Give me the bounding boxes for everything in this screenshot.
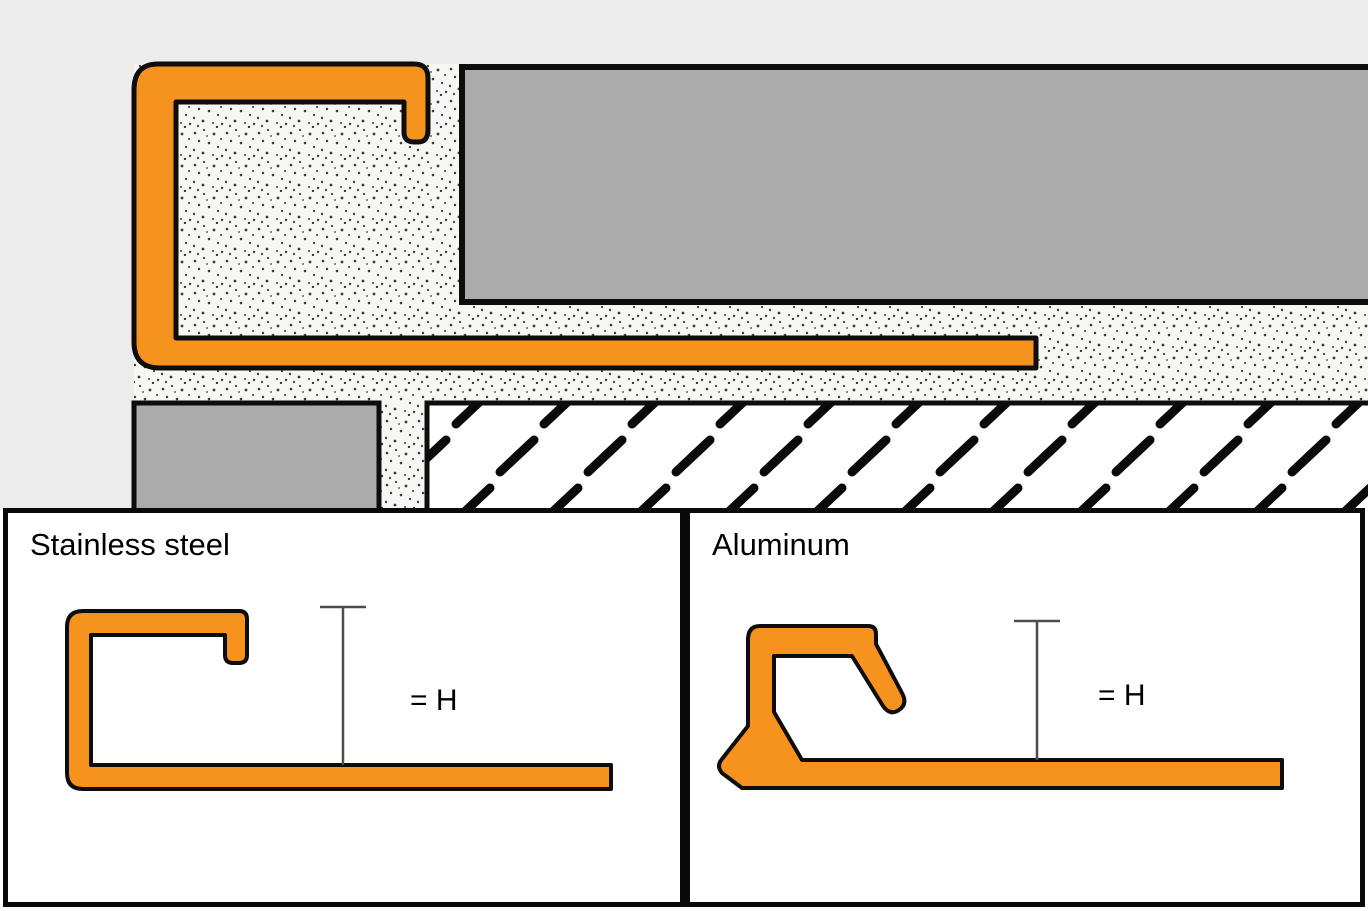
joint-gap-stipple (379, 403, 427, 510)
height-dim-label: = H (410, 684, 458, 717)
tile-rect (459, 64, 1368, 305)
aluminum-profile-shape (717, 624, 1284, 790)
aluminum-panel: Aluminum = H (685, 508, 1365, 907)
height-dim-label: = H (1098, 679, 1146, 712)
stainless-profile-shape (65, 609, 613, 791)
installation-diagram-svg (0, 0, 1368, 510)
aluminum-profile-svg: = H (717, 619, 1284, 790)
stainless-profile-svg: = H (65, 605, 613, 791)
installed-profile-cross-section (131, 61, 1039, 371)
base-tile-block (131, 400, 382, 510)
stainless-steel-title: Stainless steel (30, 527, 230, 562)
stainless-steel-panel: Stainless steel = H (3, 508, 685, 907)
substrate-hatch (424, 400, 1368, 510)
aluminum-title: Aluminum (712, 527, 850, 562)
